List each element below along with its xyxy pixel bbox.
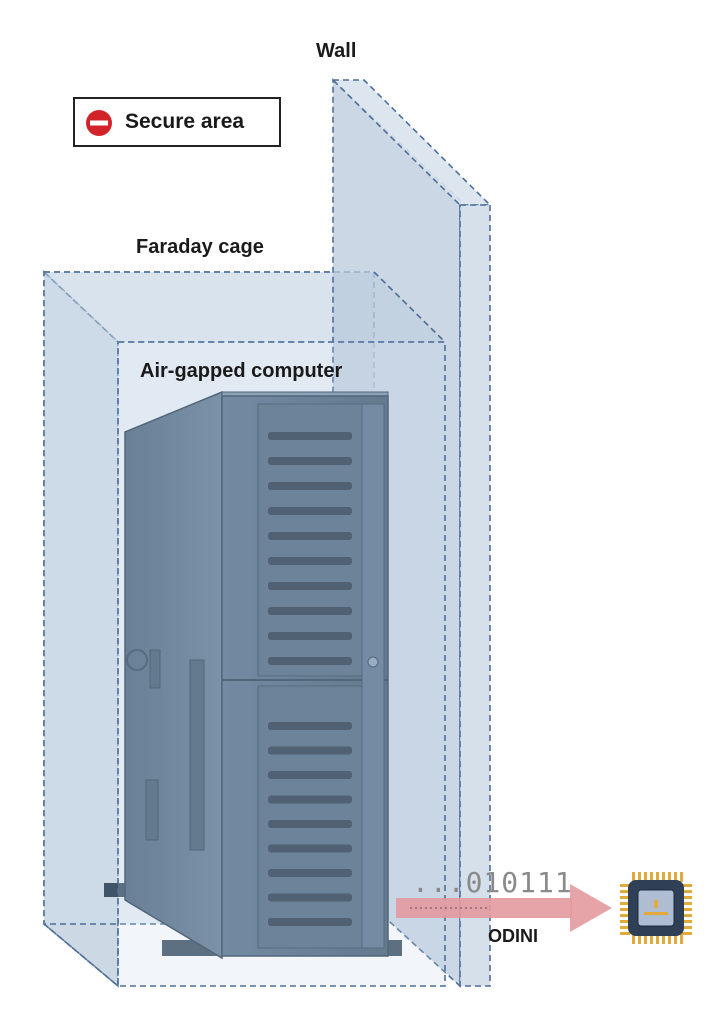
vent-slot (268, 582, 352, 590)
vent-slot (268, 869, 352, 877)
vent-slot (268, 771, 352, 779)
chip-pin (682, 920, 692, 923)
chip-pin (620, 896, 630, 899)
computer-tower (104, 390, 402, 960)
chip-pin (656, 934, 659, 944)
vent-slot (268, 532, 352, 540)
vent-slot (268, 844, 352, 853)
chip-pin (682, 896, 692, 899)
chip-pin (682, 902, 692, 905)
vent-slot (268, 746, 352, 755)
chip-pin (632, 934, 635, 944)
chip-pin (620, 908, 630, 911)
arrow-head (570, 884, 612, 932)
no-entry-icon (86, 110, 112, 136)
legend-label: Secure area (125, 110, 245, 133)
tower-right-strip (361, 403, 385, 949)
chip-pin (620, 920, 630, 923)
chip-pin (682, 932, 692, 935)
air-gapped-computer-label: Air-gapped computer (140, 360, 343, 382)
chip-pin (674, 934, 677, 944)
chip-pin (644, 872, 647, 882)
tower-side-vent-3 (145, 779, 159, 841)
cage-left-face (43, 270, 119, 988)
chip-pins (620, 872, 692, 944)
chip-pin (668, 872, 671, 882)
chip-pin (620, 902, 630, 905)
vent-slot (268, 607, 352, 615)
tower-vent-slots-upper (268, 432, 352, 665)
chip-pin (650, 872, 653, 882)
chip-pin (632, 872, 635, 882)
vent-slot (268, 457, 352, 465)
chip-pin (620, 884, 630, 887)
chip-pin (680, 934, 683, 944)
chip-die-mark (654, 900, 658, 908)
vent-slot (268, 432, 352, 440)
chip-pin (682, 884, 692, 887)
bit-stream-label: ...010111 (412, 866, 573, 899)
vent-slot (268, 482, 352, 490)
tower-side-vent-1 (149, 649, 161, 689)
wall-edge-face (459, 204, 491, 987)
chip-pin (682, 914, 692, 917)
chip-pin (668, 934, 671, 944)
chip-pin (680, 872, 683, 882)
chip-pin (620, 914, 630, 917)
vent-slot (268, 795, 352, 804)
cage-front-face (117, 341, 446, 987)
legend: Secure area (73, 97, 281, 147)
chip-pin (682, 908, 692, 911)
vent-slot (268, 657, 352, 665)
vent-slot (268, 557, 352, 565)
chip-pin (656, 872, 659, 882)
cage-bottom-edge (43, 923, 119, 987)
power-button (367, 656, 379, 668)
chip-pin (620, 926, 630, 929)
chip-pin (638, 934, 641, 944)
vent-slot (268, 820, 352, 828)
odini-arrow (396, 884, 612, 932)
chip-pin (620, 890, 630, 893)
chip-pin (674, 872, 677, 882)
vent-slot (268, 893, 352, 902)
chip-pin (638, 872, 641, 882)
tower-side-fan (126, 649, 148, 671)
arrow-shaft (396, 898, 572, 918)
tower-side-vent-2 (189, 659, 205, 851)
faraday-cage-label: Faraday cage (136, 236, 264, 258)
tower-vent-slots-lower (268, 722, 352, 926)
chip-pin (682, 890, 692, 893)
chip-pin (620, 932, 630, 935)
vent-slot (268, 632, 352, 640)
wall-label: Wall (316, 40, 357, 62)
odini-label: ODINI (488, 926, 539, 946)
chip-pin (682, 926, 692, 929)
cage-top-edge (373, 271, 446, 343)
chip-pin (662, 934, 665, 944)
microchip-icon (620, 872, 692, 944)
wall-side-face (331, 79, 492, 206)
chip-die-line (644, 912, 668, 915)
vent-slot (268, 507, 352, 515)
chip-pin (644, 934, 647, 944)
chip-pin (662, 872, 665, 882)
vent-slot (268, 722, 352, 730)
vent-slot (268, 918, 352, 926)
chip-pin (650, 934, 653, 944)
